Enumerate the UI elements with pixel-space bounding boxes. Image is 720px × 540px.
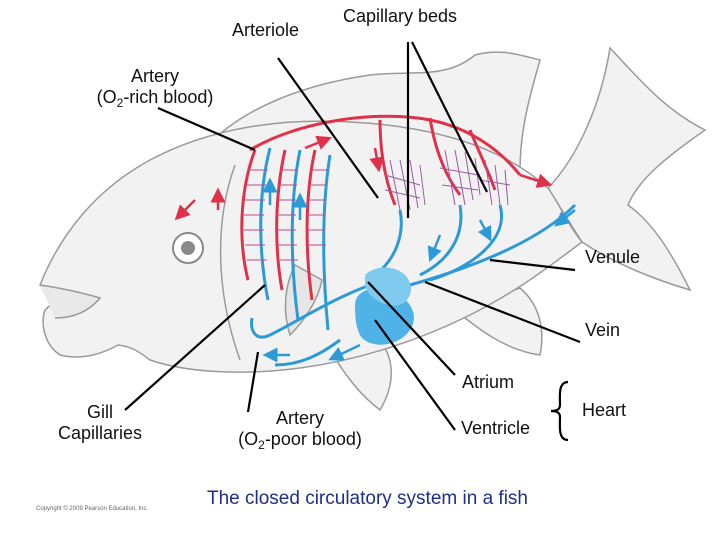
atrium-pointer	[367, 281, 456, 376]
label-artery-oxygen-rich: Artery (O2-rich blood)	[80, 66, 230, 110]
label-artery-poor-line2: (O2-poor blood)	[225, 429, 375, 452]
gill-capillaries-pointer	[124, 284, 266, 411]
artery-rich-pointer	[157, 106, 256, 152]
label-vein: Vein	[585, 320, 621, 340]
label-gill-line1: Gill	[87, 402, 113, 422]
heart-brace	[550, 380, 569, 442]
gill-capillaries	[244, 169, 328, 261]
label-artery-oxygen-poor: Artery (O2-poor blood)	[225, 408, 375, 452]
gill-arches	[240, 147, 332, 331]
mouth	[39, 284, 102, 319]
heart	[355, 267, 414, 345]
heart-atrium-shape	[365, 267, 412, 306]
label-gill-line2: Capillaries	[57, 423, 143, 443]
label-artery-rich-line1: Artery	[130, 66, 179, 86]
label-arteriole: Arteriole	[232, 20, 300, 40]
label-heart: Heart	[582, 400, 627, 420]
blood-flow-arrows-blue	[262, 177, 576, 363]
capillary-beds-pointer-2	[411, 41, 488, 193]
label-atrium: Atrium	[462, 372, 515, 392]
label-artery-rich-line2: (O2-rich blood)	[80, 87, 230, 110]
label-capillary-beds: Capillary beds	[343, 6, 458, 26]
body-outline	[39, 120, 584, 373]
pupil	[181, 241, 195, 255]
oxygen-rich-vessels	[249, 114, 522, 206]
label-gill-capillaries: Gill Capillaries	[40, 402, 160, 444]
label-venule: Venule	[585, 247, 641, 267]
vein-pointer	[424, 280, 581, 344]
subscript-2: 2	[116, 96, 124, 110]
tail-fin	[547, 46, 707, 292]
fish-body	[39, 46, 707, 412]
figure-caption: The closed circulatory system in a fish	[206, 488, 528, 509]
poor-suffix: -poor blood)	[264, 429, 362, 449]
o-symbol: (O	[238, 429, 259, 449]
rich-suffix: -rich blood)	[123, 87, 214, 107]
arteriole-pointer	[277, 57, 379, 199]
label-artery-poor-line1: Artery	[275, 408, 324, 428]
subscript-2: 2	[258, 438, 265, 452]
o-symbol: (O	[96, 87, 117, 107]
venule-pointer	[489, 258, 576, 272]
leader-lines	[124, 41, 581, 431]
blood-flow-arrows-red	[174, 135, 553, 221]
copyright-notice: Copyright © 2009 Pearson Education, Inc.	[36, 506, 149, 512]
label-ventricle: Ventricle	[461, 418, 531, 438]
ventricle-pointer	[374, 319, 456, 431]
artery-poor-pointer	[246, 351, 260, 413]
operculum	[219, 164, 241, 361]
capillary-beds	[384, 149, 511, 211]
